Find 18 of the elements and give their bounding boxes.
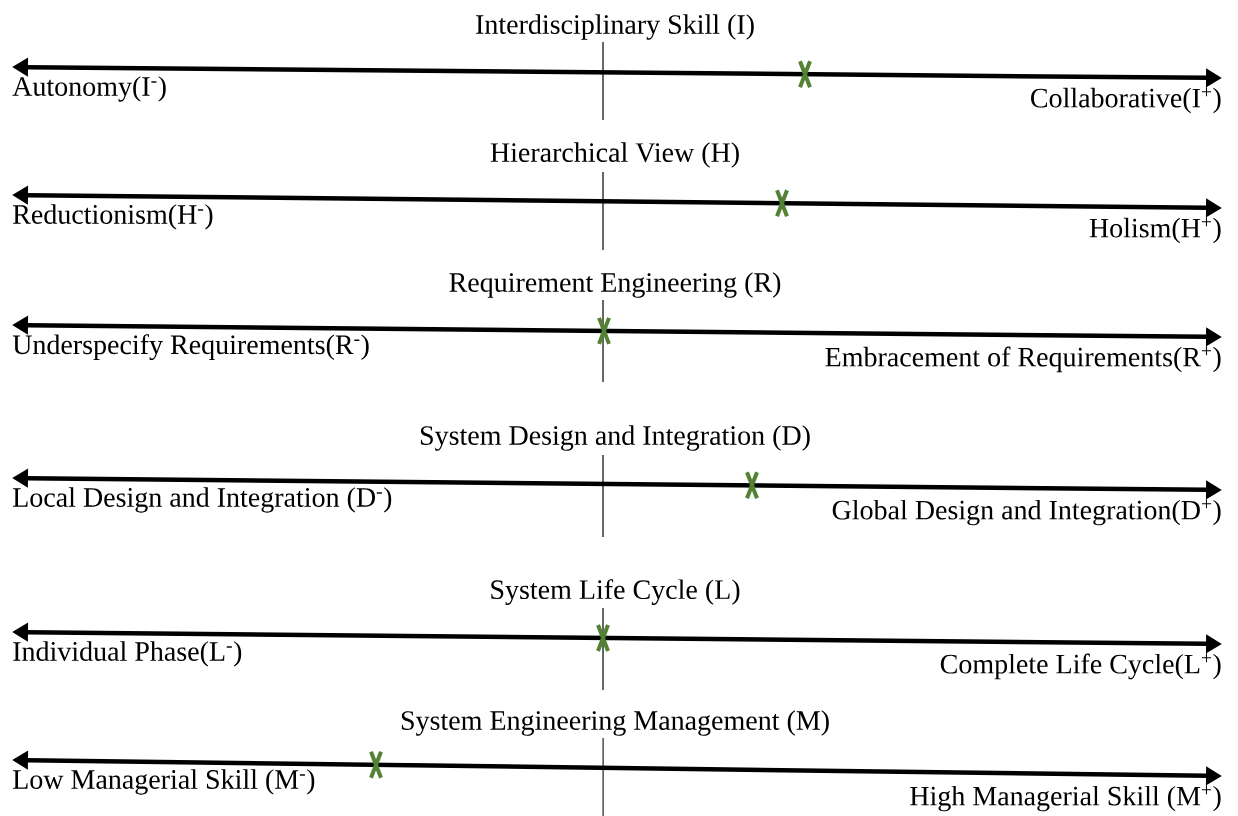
end-label: Collaborative(I$^{+}$) (1031, 87, 1221, 114)
edge-label: System Life Cycle (L) (491, 579, 740, 605)
edge-label: System Engineering Management (M) (401, 710, 829, 736)
end-label: Local Design and Integration (D$^{-}$) (13, 487, 392, 513)
edge-label: Requirement Engineering (R) (449, 272, 781, 298)
end-label: Holism(H$^{+}$) (1089, 217, 1221, 244)
end-label: Embracement of Requirements(R$^{+}$) (825, 346, 1221, 373)
edge-label: Hierarchical View (H) (490, 142, 739, 168)
end-label: High Managerial Skill (M$^{+}$) (910, 785, 1221, 812)
end-label: Individual Phase(L$^{-}$) (13, 641, 242, 667)
end-label: Global Design and Integration(D$^{+}$) (832, 499, 1221, 526)
edge-label: System Design and Integration (D) (420, 425, 810, 451)
end-label: Low Managerial Skill (M$^{-}$) (13, 769, 315, 795)
edge-label: Interdisciplinary Skill (I) (476, 14, 754, 40)
end-label: Reductionism(H$^{-}$) (13, 204, 213, 230)
end-label: Complete Life Cycle(L$^{+}$) (940, 653, 1221, 680)
end-label: Underspecify Requirements(R$^{-}$) (12, 334, 369, 360)
end-label: Autonomy(I$^{-}$) (12, 76, 166, 102)
